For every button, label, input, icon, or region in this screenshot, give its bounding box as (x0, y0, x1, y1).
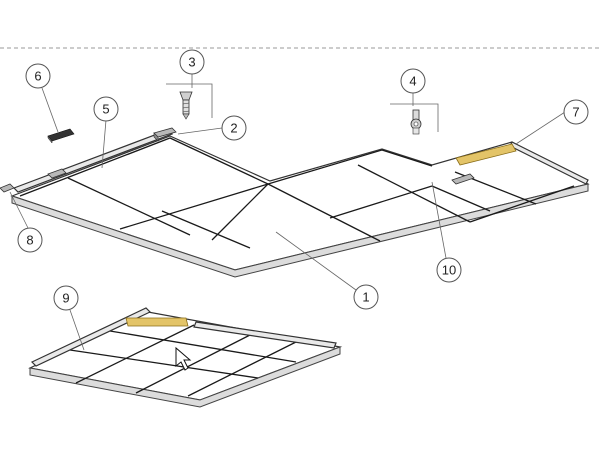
callout-2: 2 (221, 115, 247, 141)
main-runner-left (19, 137, 269, 197)
leader-5 (101, 119, 107, 169)
small-edge-rail-right (193, 321, 337, 349)
leader-8 (9, 191, 29, 229)
callout-label-6: 6 (34, 69, 41, 84)
leader-1 (275, 231, 357, 291)
grid-line-l4 (211, 183, 269, 241)
small-panel-edge (29, 346, 341, 408)
callout-9: 9 (53, 285, 79, 311)
callout-4: 4 (400, 68, 426, 94)
callout-6: 6 (25, 63, 51, 89)
leader-7 (515, 111, 566, 145)
clip-icon (0, 183, 15, 193)
callout-label-10: 10 (442, 263, 456, 278)
grid-line-r1 (267, 183, 381, 242)
callout-5: 5 (93, 96, 119, 122)
callout-label-3: 3 (188, 55, 195, 70)
leader-10 (431, 181, 447, 259)
clip-icon (451, 173, 475, 185)
callout-7: 7 (563, 99, 589, 125)
clip-icon (153, 127, 177, 142)
callout-label-8: 8 (26, 233, 33, 248)
small-grid-3 (75, 324, 195, 384)
leader-2 (177, 127, 223, 135)
bolt-icon (410, 109, 422, 135)
bracket-icon (47, 128, 75, 144)
main-panel-edge (11, 183, 589, 278)
leader-9 (69, 309, 85, 351)
mouse-pointer-icon (175, 346, 192, 371)
bolt-bracket (390, 103, 439, 132)
grid-line-r4 (431, 185, 491, 212)
clip-icon (47, 168, 67, 179)
grid-line-r5 (469, 185, 575, 223)
screw-bracket (166, 83, 213, 118)
grid-line-r3 (357, 164, 471, 223)
small-edge-rail (30, 307, 152, 367)
grid-line-l1 (67, 177, 191, 236)
callout-3: 3 (179, 49, 205, 75)
highlight-strip-small (125, 317, 189, 327)
callout-label-5: 5 (102, 102, 109, 117)
main-runner-right (267, 149, 433, 185)
main-ceiling-assembly (0, 127, 590, 278)
callout-1: 1 (353, 284, 379, 310)
callout-label-7: 7 (572, 105, 579, 120)
highlight-strip-main (455, 143, 517, 166)
callout-label-2: 2 (230, 121, 237, 136)
small-grid-5 (187, 341, 297, 397)
callout-label-1: 1 (362, 290, 369, 305)
callout-10: 10 (436, 257, 462, 283)
screw-icon (179, 91, 193, 120)
callout-8: 8 (17, 227, 43, 253)
grid-line-r2 (329, 185, 433, 219)
grid-line-l2 (119, 183, 269, 230)
callout-label-4: 4 (409, 74, 416, 89)
leader-6 (41, 87, 59, 133)
small-grid-1 (69, 349, 259, 379)
small-grid-4 (135, 334, 251, 394)
grid-line-l3 (161, 210, 251, 249)
callout-label-9: 9 (62, 291, 69, 306)
